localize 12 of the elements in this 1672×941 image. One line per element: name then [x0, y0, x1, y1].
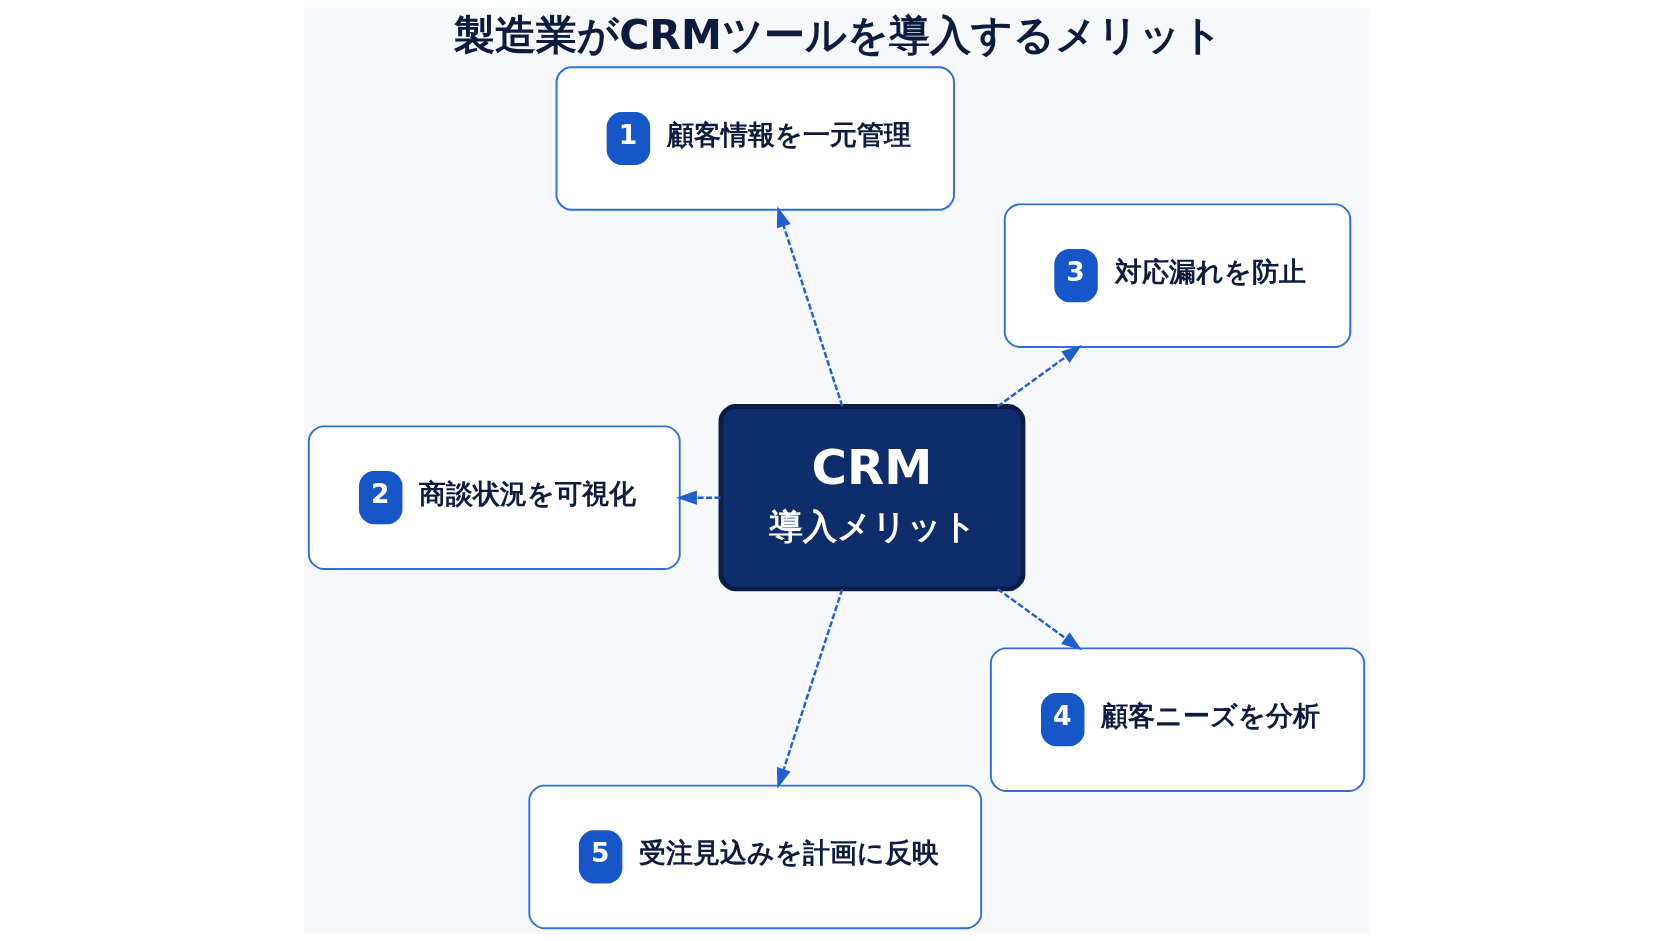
node-box: 3 対応漏れを防止: [1003, 203, 1351, 348]
arrow: [776, 588, 843, 789]
node-box: 2 商談状況を可視化: [307, 425, 681, 570]
arrow: [996, 345, 1082, 408]
arrow: [996, 587, 1082, 651]
node-box: CRM 導入メリット: [718, 404, 1025, 592]
diagram-title: 製造業がCRMツールを導入するメリット: [453, 11, 1223, 60]
node-box: 5 受注見込みを計画に反映: [527, 784, 982, 930]
arrow: [776, 206, 843, 407]
arrow: [675, 490, 720, 505]
node-box: 4 顧客ニーズを分析: [989, 647, 1365, 792]
node-box: 1 顧客情報を一元管理: [555, 66, 955, 211]
